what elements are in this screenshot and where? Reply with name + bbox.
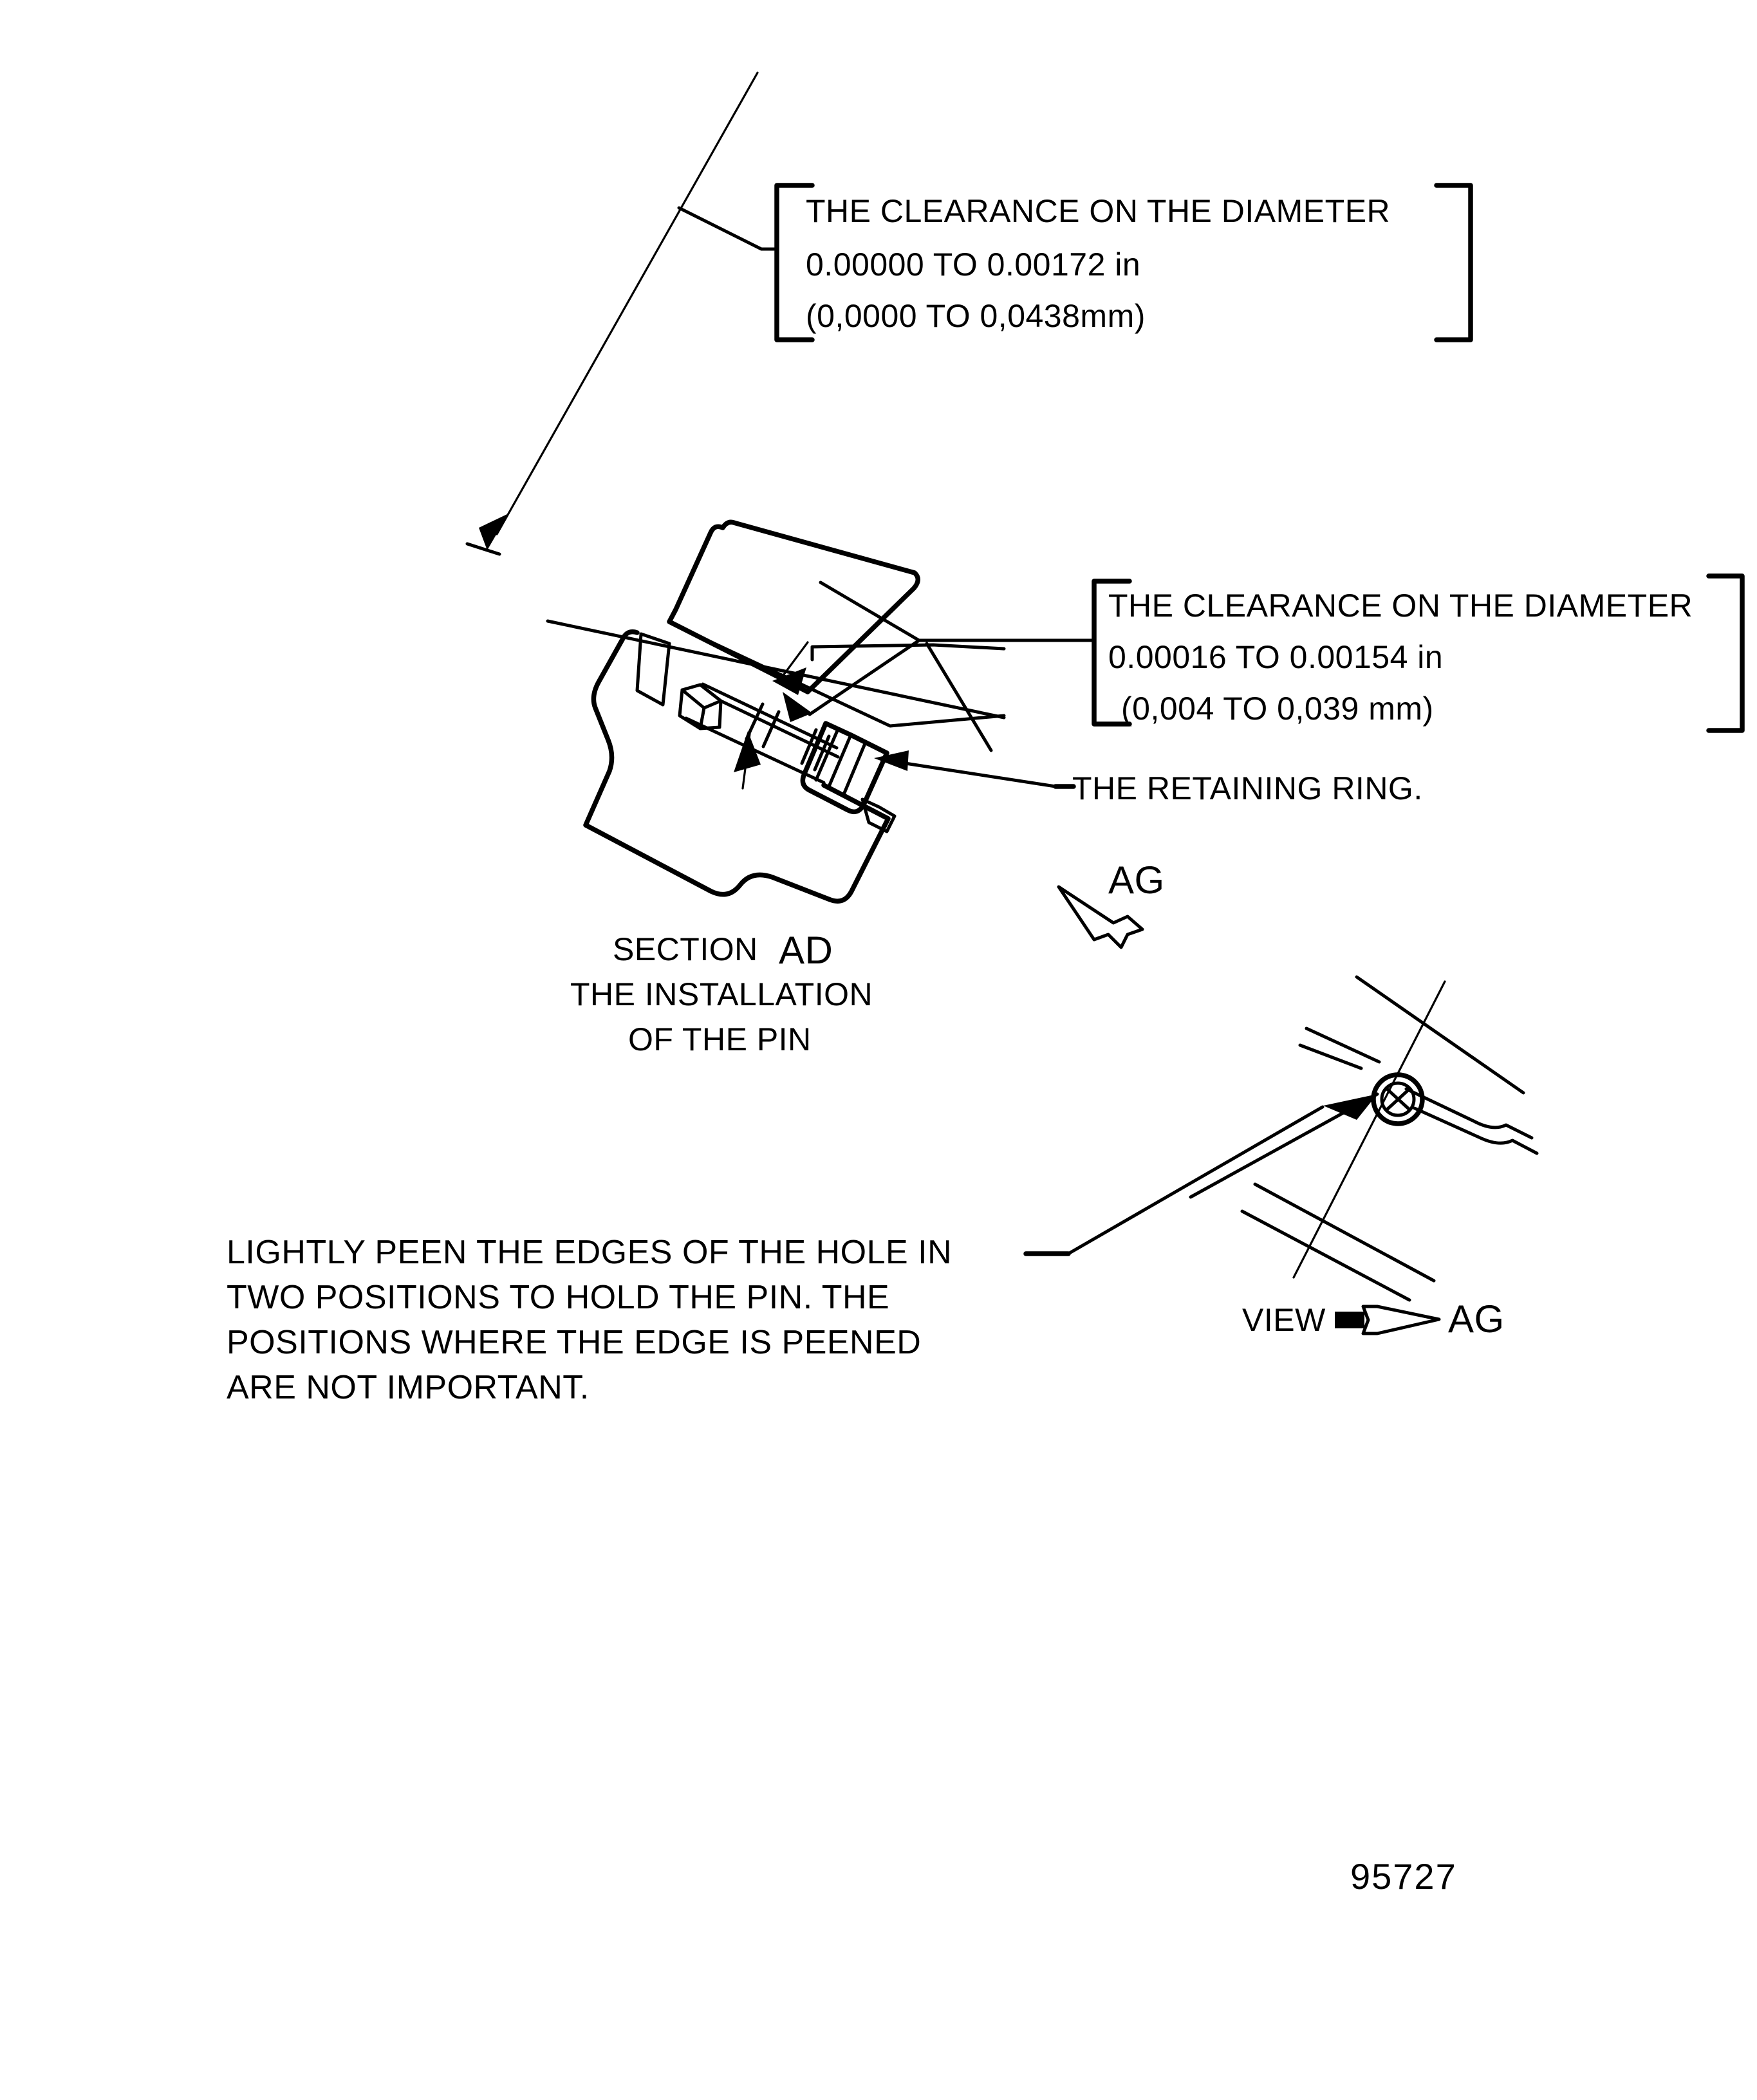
section-arrow-ag: AG (1057, 859, 1165, 949)
pin-x-stroke-2 (1385, 1087, 1411, 1111)
peen-note-line2: TWO POSITIONS TO HOLD THE PIN. THE (227, 1279, 889, 1316)
peen-note-line1: LIGHTLY PEEN THE EDGES OF THE HOLE IN (227, 1234, 952, 1271)
detail-line-h (1240, 1209, 1411, 1302)
retaining-ring-label: THE RETAINING RING. (1072, 770, 1423, 806)
upper-body-outline (667, 519, 920, 694)
lower-callout-line2: 0.00016 TO 0.00154 in (1108, 639, 1443, 675)
section-label-line3: OF THE PIN (628, 1021, 812, 1057)
detail-line-g (1253, 1182, 1436, 1283)
view-arrow-tail (1335, 1312, 1364, 1328)
parting-line (546, 619, 1006, 720)
pin-inner-circle (1380, 1081, 1416, 1117)
section-label-prefix: SECTION (613, 931, 758, 967)
section-arrow-ag-label: AG (1108, 859, 1165, 902)
peen-note-leader (1066, 1105, 1325, 1256)
detail-line-a (1355, 975, 1525, 1095)
upper-right-ledge (810, 643, 1006, 662)
section-interior-arrows (734, 641, 809, 790)
section-view-ad (546, 519, 1006, 904)
detail-line-b (1305, 1027, 1381, 1064)
lower-body-outline (583, 629, 891, 904)
upper-callout-line1: THE CLEARANCE ON THE DIAMETER (806, 193, 1390, 229)
detail-line-e (1413, 1106, 1539, 1155)
lower-callout-leader (783, 581, 1096, 722)
view-caption-id: AG (1448, 1297, 1505, 1341)
section-label-id: AD (779, 929, 833, 972)
upper-right-edge (925, 642, 993, 752)
peen-note-paragraph: LIGHTLY PEEN THE EDGES OF THE HOLE IN TW… (227, 1105, 1325, 1406)
detail-line-d (1404, 1087, 1534, 1140)
detail-centerline (1292, 980, 1446, 1279)
upper-callout-leader (465, 71, 776, 556)
peen-arrowhead (1323, 1094, 1377, 1120)
peen-note-line3: POSITIONS WHERE THE EDGE IS PEENED (227, 1324, 921, 1361)
section-label-block: SECTION AD THE INSTALLATION OF THE PIN (570, 929, 873, 1057)
section-label-line2: THE INSTALLATION (570, 976, 873, 1012)
upper-callout-line2: 0.00000 TO 0.00172 in (806, 246, 1140, 283)
lower-callout-line1: THE CLEARANCE ON THE DIAMETER (1108, 588, 1693, 624)
upper-callout-line3: (0,0000 TO 0,0438mm) (806, 298, 1146, 334)
lower-callout-line3: (0,004 TO 0,039 mm) (1121, 691, 1434, 727)
lower-clearance-callout: THE CLEARANCE ON THE DIAMETER 0.00016 TO… (1092, 573, 1745, 733)
peen-note-line4: ARE NOT IMPORTANT. (227, 1369, 590, 1406)
view-caption-prefix: VIEW (1242, 1302, 1326, 1338)
left-boss (635, 632, 671, 707)
retaining-ring-callout: THE RETAINING RING. (874, 750, 1423, 806)
interface-line (669, 621, 1006, 728)
view-arrow-head (1361, 1305, 1441, 1335)
pin-outer-circle (1371, 1072, 1425, 1126)
detail-line-c (1298, 1043, 1363, 1070)
upper-clearance-callout: THE CLEARANCE ON THE DIAMETER 0.00000 TO… (774, 183, 1473, 342)
view-ag-detail (1189, 975, 1539, 1302)
pin-assembly (678, 682, 897, 833)
figure-number: 95727 (1350, 1856, 1457, 1897)
view-ag-caption: VIEW AG (1242, 1297, 1505, 1341)
